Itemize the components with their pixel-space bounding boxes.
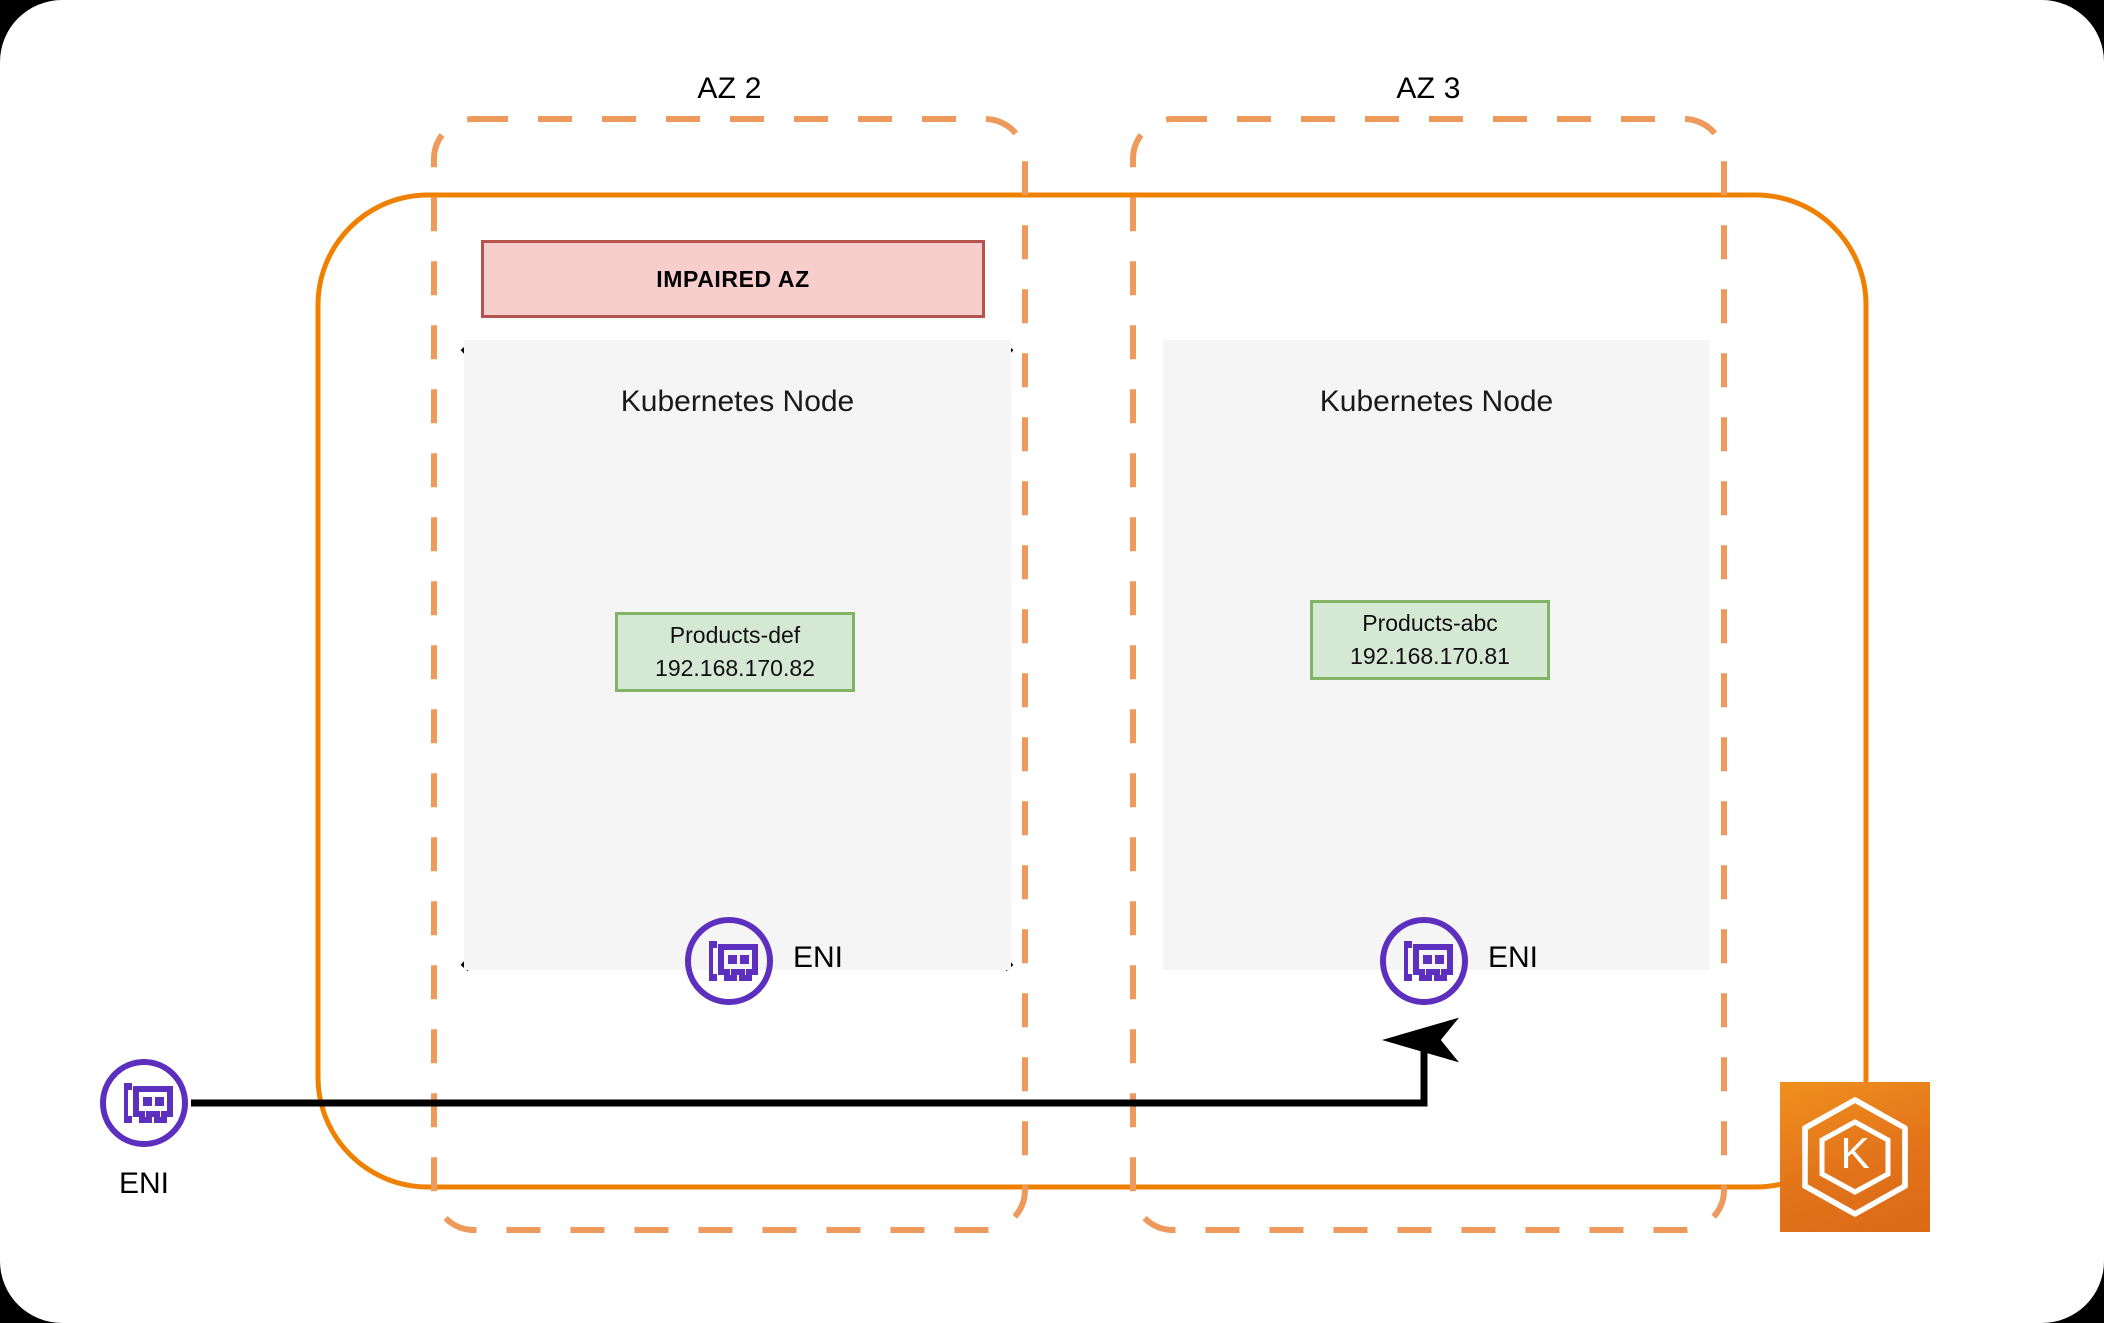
az3-pod-ip: 192.168.170.81 — [1350, 642, 1510, 669]
az3-pod-name: Products-abc — [1362, 609, 1498, 636]
external-eni-label: ENI — [118, 1167, 169, 1200]
az3-pod-products-abc: Products-abc 192.168.170.81 — [1310, 600, 1550, 680]
az2-eni-label: ENI — [793, 941, 844, 974]
az2-label: AZ 2 — [697, 72, 762, 105]
az2-pod-products-def: Products-def 192.168.170.82 — [615, 612, 855, 692]
eks-hexagon-glyph: K — [1802, 1096, 1908, 1218]
network-interface-icon — [1380, 917, 1468, 1005]
eni-traffic-connector — [191, 1017, 1459, 1107]
az3-node-title: Kubernetes Node — [1319, 385, 1554, 418]
eks-k-glyph: K — [1840, 1129, 1869, 1178]
impaired-az-label: IMPAIRED AZ — [656, 265, 810, 292]
az3-eni-label: ENI — [1488, 941, 1539, 974]
az3-eni-group: ENI — [1378, 915, 1678, 1007]
az2-node-title: Kubernetes Node — [620, 385, 855, 418]
impaired-az-banner: IMPAIRED AZ — [481, 240, 985, 318]
amazon-eks-icon: K — [1780, 1082, 1930, 1232]
az3-label: AZ 3 — [1396, 72, 1461, 105]
network-interface-icon — [685, 917, 773, 1005]
network-interface-icon — [100, 1059, 188, 1147]
external-eni-group: ENI — [98, 1057, 358, 1217]
az2-eni-group: ENI — [683, 915, 983, 1007]
az2-pod-name: Products-def — [669, 621, 801, 648]
az2-pod-ip: 192.168.170.82 — [655, 654, 815, 681]
